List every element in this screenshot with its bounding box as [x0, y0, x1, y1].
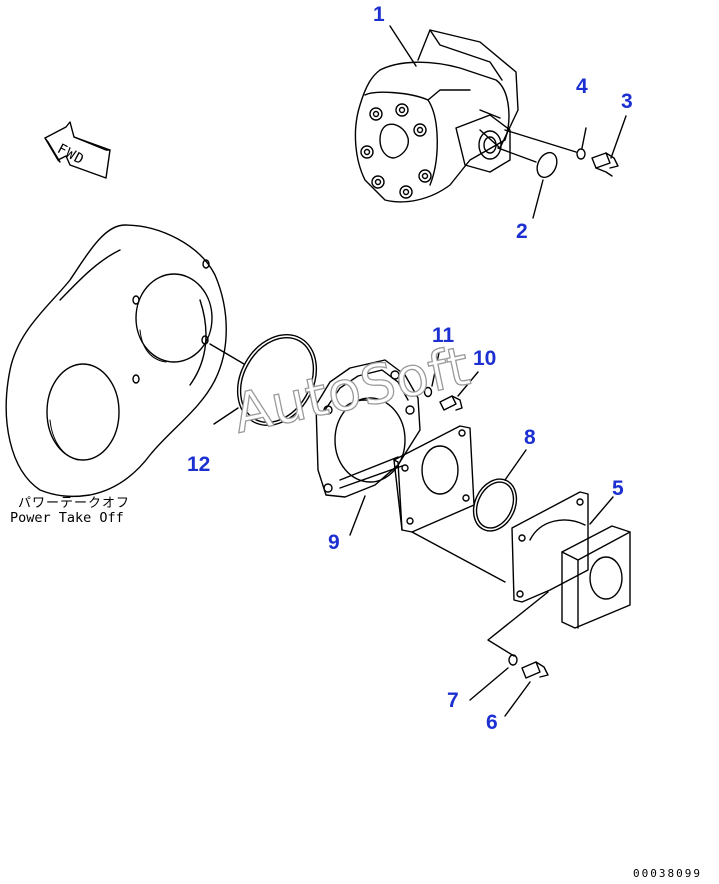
part-7-washer [469, 591, 549, 701]
pto-label-en: Power Take Off [10, 510, 124, 526]
part-6-bolt [504, 661, 549, 717]
part-9-flange [393, 425, 506, 583]
part-9-adapter [315, 359, 421, 536]
pto-label-jp: パワーテークオフ [18, 496, 131, 511]
callout-3: 3 [621, 90, 633, 113]
part-11-washer [423, 347, 441, 398]
part-10-bolt [439, 371, 479, 411]
housing-bolt-holes [132, 259, 210, 384]
part-4-washer [504, 127, 587, 160]
callout-9: 9 [328, 531, 340, 554]
fwd-arrow [44, 121, 111, 179]
callout-7: 7 [447, 689, 459, 712]
housing-upper-bore [135, 273, 213, 363]
callout-11: 11 [432, 324, 455, 347]
leader-lines [213, 25, 417, 425]
callout-10: 10 [473, 347, 497, 370]
part-8-o-ring [472, 449, 527, 532]
callout-2: 2 [516, 220, 528, 243]
drawing-number: 00038099 [633, 867, 702, 880]
callout-5: 5 [612, 477, 624, 500]
part-3-bolt [591, 115, 627, 177]
callout-12: 12 [187, 453, 211, 476]
part-2-o-ring [497, 147, 558, 219]
callout-6: 6 [486, 711, 498, 734]
callout-1: 1 [373, 3, 385, 26]
part-12-o-ring [209, 334, 318, 426]
part-1-pump [354, 29, 519, 203]
part-5-spacer [511, 491, 631, 629]
housing-lower-bore [46, 363, 120, 461]
callout-4: 4 [576, 75, 588, 98]
callout-8: 8 [524, 426, 536, 449]
